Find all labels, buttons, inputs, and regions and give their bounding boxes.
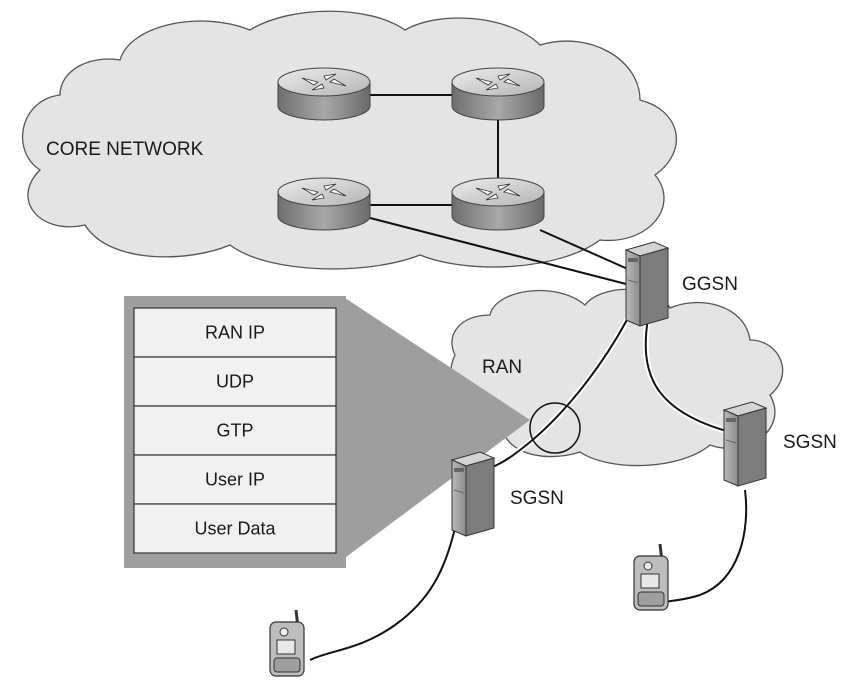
- stack-layer-label: GTP: [216, 421, 253, 441]
- sgsn-left-server-icon: [451, 451, 495, 537]
- core-router-bottom-right: [451, 177, 545, 231]
- core-network-label: CORE NETWORK: [46, 139, 204, 160]
- callout-focus-circle: [529, 402, 581, 454]
- stack-layer-label: User Data: [194, 519, 276, 539]
- sgsn-left-label: SGSN: [510, 488, 564, 509]
- stack-layer-label: UDP: [216, 372, 254, 392]
- core-router-top-right: [451, 67, 545, 121]
- ran-label: RAN: [482, 357, 522, 378]
- stack-layer-box: [133, 405, 337, 456]
- mobile-phone-left-icon: [268, 608, 306, 678]
- core-router-top-left: [277, 67, 371, 121]
- protocol-stack: RAN IP UDP GTP User IP User Data: [133, 307, 337, 554]
- core-router-bottom-left: [277, 177, 371, 231]
- stack-layer-box: [133, 307, 337, 358]
- mobile-phone-right-icon: [632, 542, 670, 612]
- ggsn-label: GGSN: [682, 274, 738, 295]
- sgsn-right-server-icon: [723, 401, 767, 487]
- stack-layer-box: [133, 503, 337, 554]
- stack-layer-label: RAN IP: [205, 323, 265, 343]
- callout-wedge: [342, 296, 530, 560]
- stack-layer-label: User IP: [205, 470, 265, 490]
- ggsn-server-icon: [625, 241, 669, 327]
- sgsn-right-label: SGSN: [783, 432, 837, 453]
